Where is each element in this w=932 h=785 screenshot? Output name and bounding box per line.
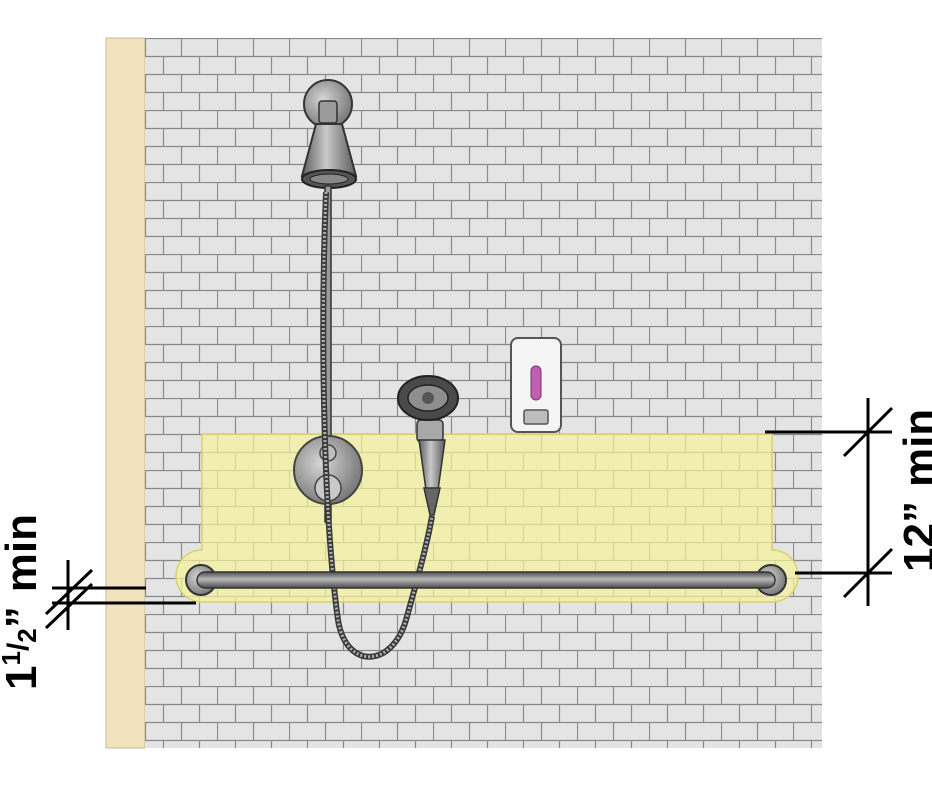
shower-head-icon [300, 79, 358, 189]
tiled-back-wall [145, 38, 822, 748]
soap-dispenser-icon [510, 337, 562, 433]
grab-bar-icon [185, 564, 787, 596]
dimension-wall-clearance: 11/2”min [0, 514, 196, 690]
dimension-label-1-1-2: 11/2”min [0, 514, 46, 690]
side-wall [105, 37, 146, 749]
hand-shower-icon [397, 375, 459, 516]
dimension-label-12: 12”min [895, 409, 932, 572]
dimension-clearance-above: 12”min [765, 398, 932, 606]
